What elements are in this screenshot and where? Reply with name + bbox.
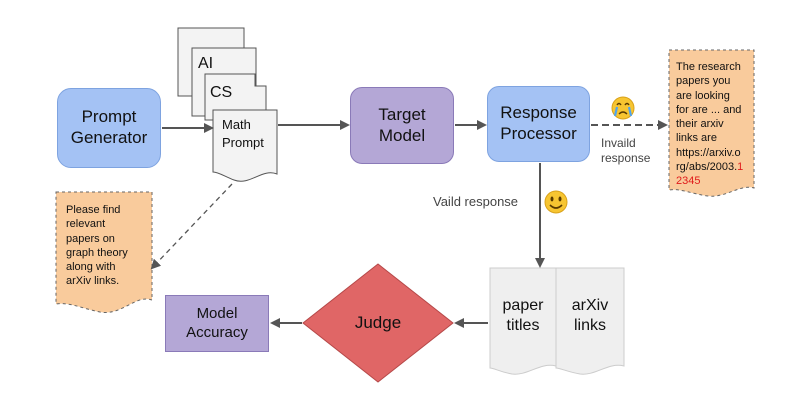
example-prompt-note	[55, 191, 153, 313]
model-accuracy-label: Model Accuracy	[186, 305, 248, 341]
paper-titles-doc	[489, 267, 557, 375]
prompt-generator-node: Prompt Generator	[57, 88, 161, 168]
arrow-example-link	[150, 183, 233, 270]
valid-response-label: Vaild response	[433, 194, 519, 209]
response-line: are looking	[676, 89, 730, 102]
response-line: The research	[676, 61, 741, 73]
judge-label: Judge	[354, 313, 402, 332]
response-line: papers you	[676, 75, 731, 88]
crying-face-icon	[611, 96, 635, 120]
paper-titles-label: paper titles	[502, 297, 544, 334]
stack-label-cs: CS	[210, 84, 233, 101]
response-line: https://arxiv.o	[676, 146, 741, 159]
response-processor-label: Response Processor	[500, 103, 577, 143]
target-model-node: Target Model	[350, 87, 454, 164]
response-text: The research papers you are looking for …	[676, 60, 743, 189]
response-line-url: rg/abs/2003.1	[676, 160, 743, 174]
response-url-tail-red-2: 2345	[676, 175, 701, 188]
prompt-stack-icon	[177, 27, 278, 182]
response-note	[668, 49, 755, 197]
target-model-label: Target Model	[378, 104, 426, 145]
response-url-tail-red: 1	[737, 161, 744, 174]
response-processor-node: Response Processor	[487, 86, 590, 162]
invalid-response-label: Invaild response	[601, 136, 651, 165]
model-accuracy-node: Model Accuracy	[165, 295, 269, 352]
arxiv-links-label: arXiv links	[571, 297, 609, 334]
example-prompt-text: Please find relevant papers on graph the…	[66, 204, 128, 288]
arxiv-links-doc	[555, 267, 625, 375]
smiling-face-icon	[544, 190, 568, 214]
response-line: their arxiv	[676, 118, 724, 131]
response-line: links are	[676, 132, 717, 145]
judge-diamond	[302, 263, 454, 383]
prompt-generator-label: Prompt Generator	[70, 107, 148, 147]
stack-label-ai: AI	[198, 55, 214, 72]
response-line: rg/abs/2003.	[676, 161, 738, 174]
stack-label-math-prompt: Math Prompt	[222, 117, 264, 151]
response-line: for are ... and	[676, 103, 742, 116]
